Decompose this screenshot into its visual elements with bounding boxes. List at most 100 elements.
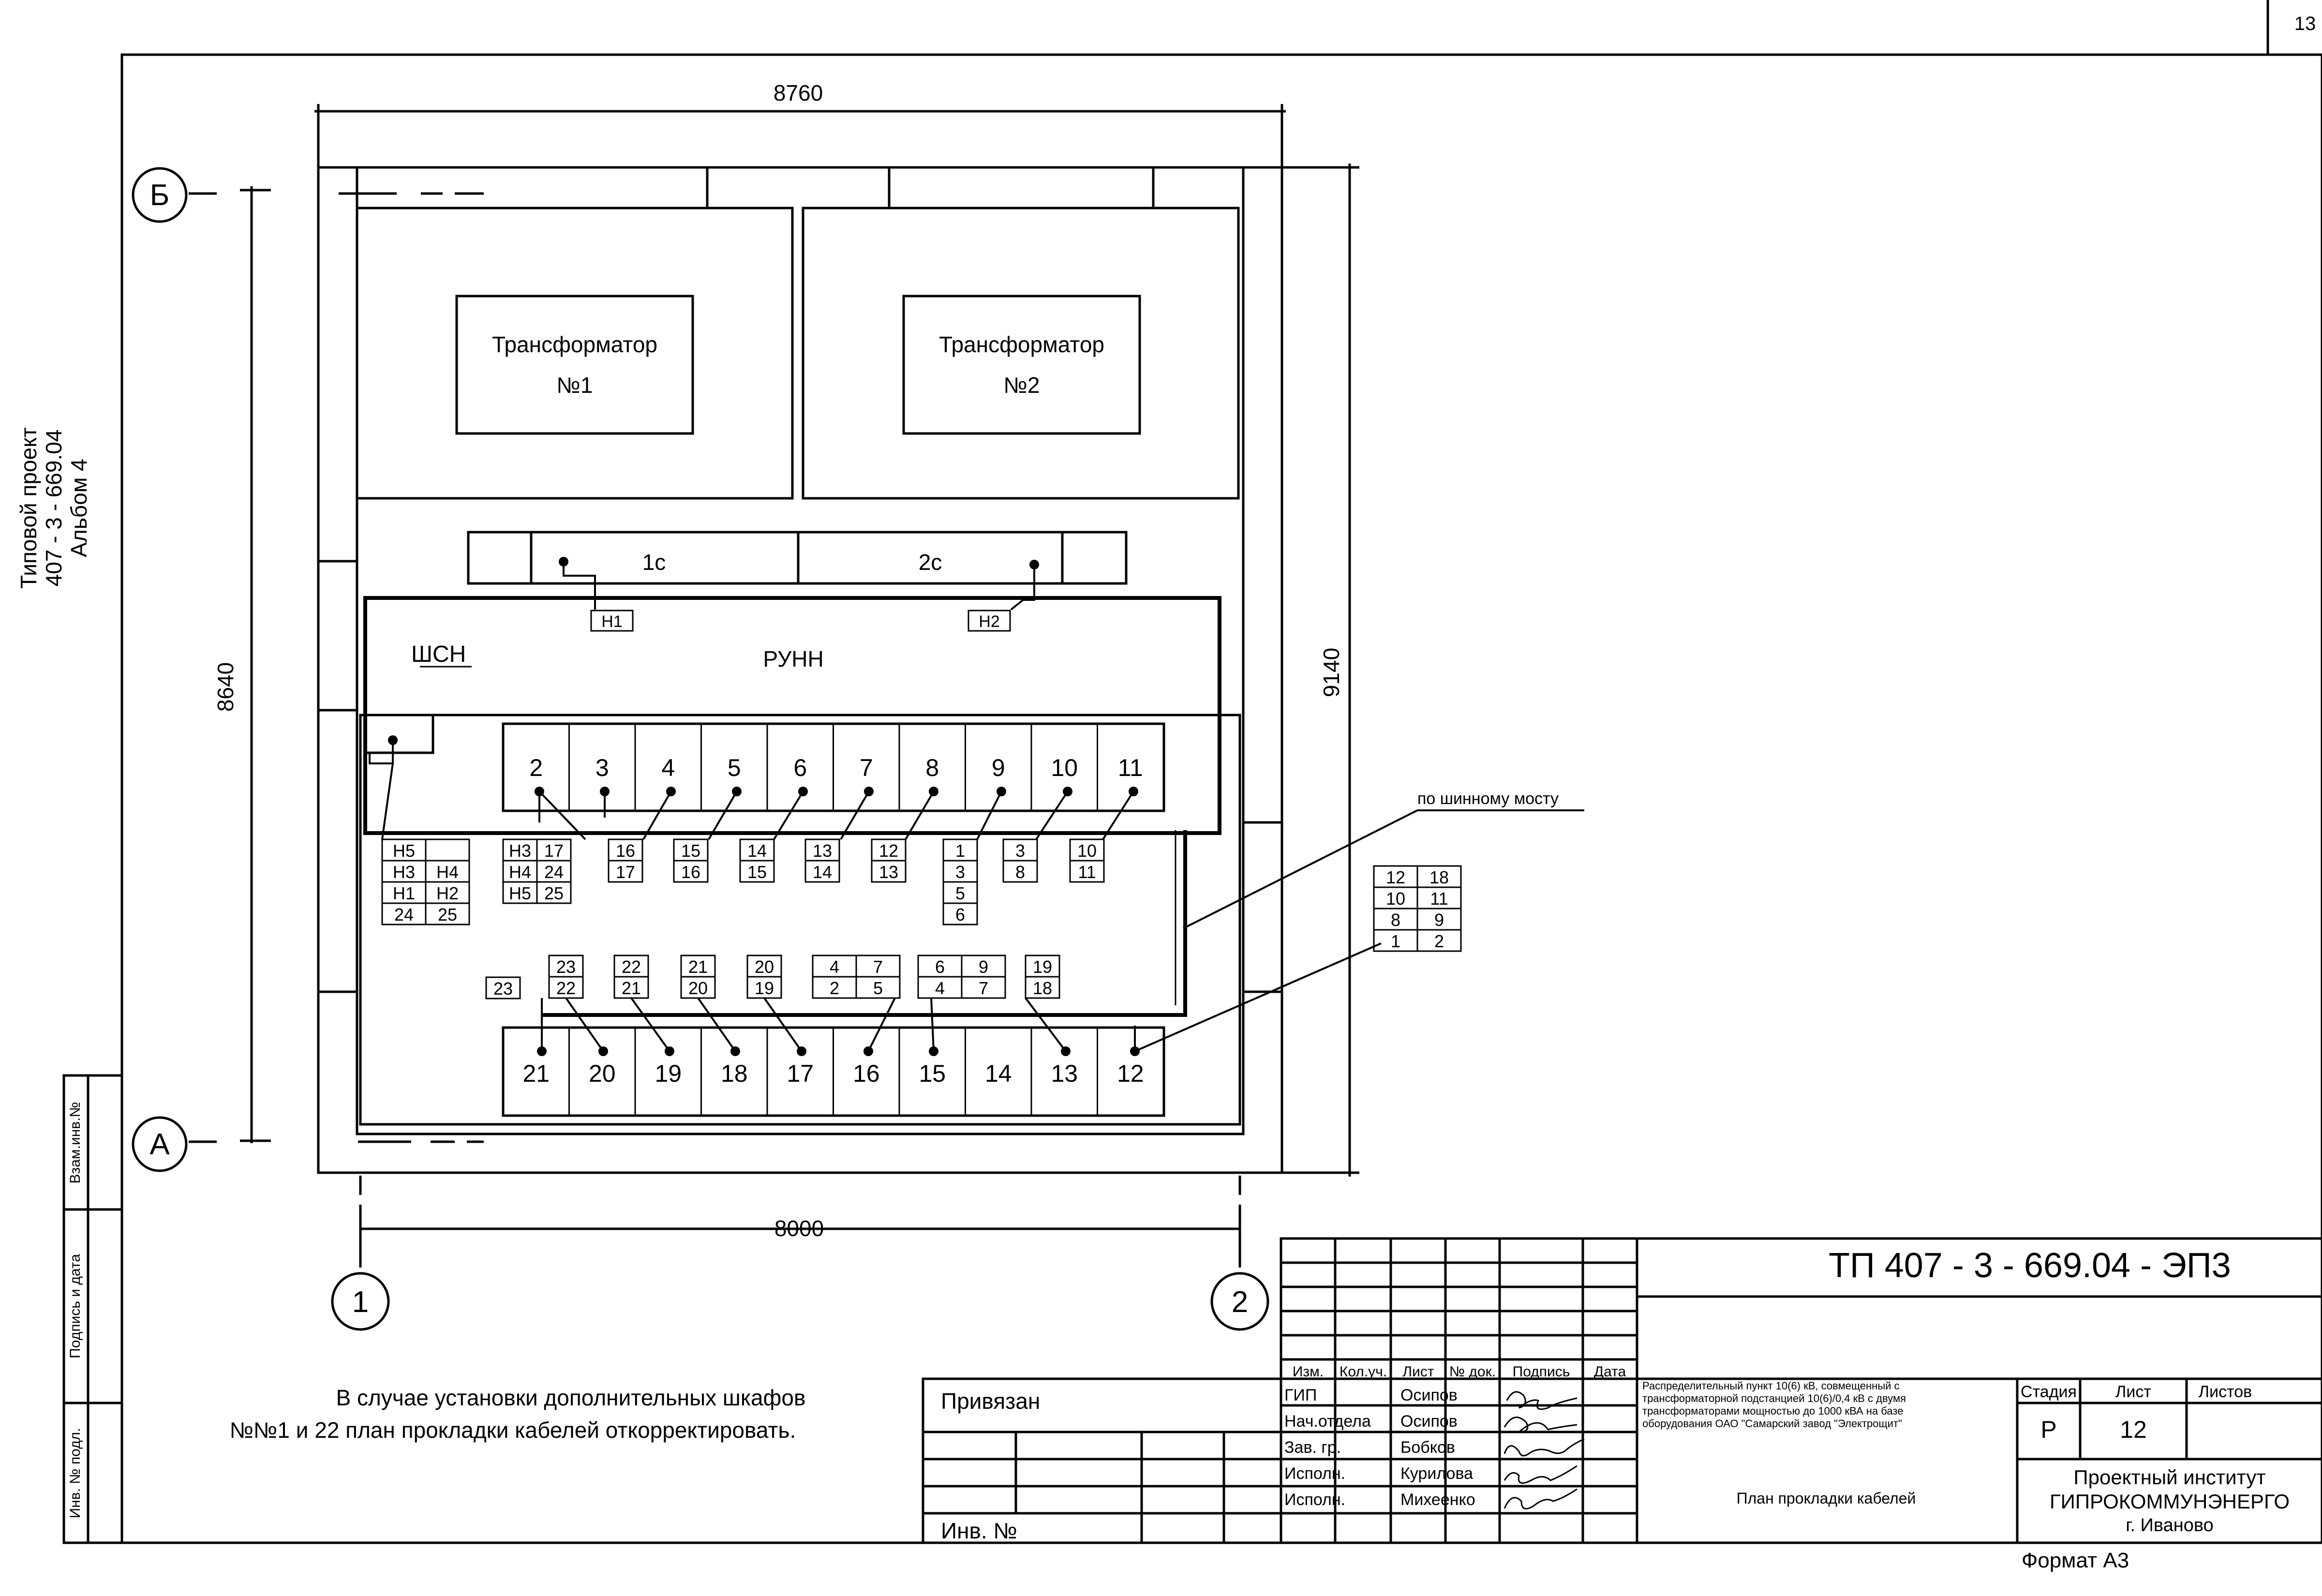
bottom-cabinet-number: 18 [721, 1060, 748, 1087]
bottom-cabinet-number: 15 [919, 1060, 946, 1087]
axis-marker-b [132, 167, 188, 223]
sheets-header: Листов [2199, 1383, 2252, 1401]
org-line-2: ГИПРОКОММУНЭНЕРГО [2050, 1490, 2290, 1513]
cab2-table-text: 24 [544, 862, 564, 882]
cab2-table-cell [536, 881, 572, 904]
note-line-2: №№1 и 22 план прокладки кабелей откоррек… [230, 1417, 796, 1443]
bottom-cable-leader [565, 997, 604, 1052]
cab2-table-text: Н3 [509, 841, 531, 861]
transformer-chamber-2 [802, 207, 1240, 500]
top-cabinet-number: 7 [860, 754, 873, 781]
b18-table-text: 21 [688, 957, 708, 977]
b20-table-text: 23 [556, 957, 576, 977]
dimension-left: 8640 [213, 662, 238, 712]
cab8-table-cell [871, 860, 907, 883]
b16-table-text: 5 [873, 978, 883, 998]
top-cable-leader [708, 791, 738, 840]
dimension-top: 8760 [774, 80, 823, 105]
title-block-header: Подпись [1513, 1364, 1570, 1380]
b15-table-text: 6 [935, 957, 945, 977]
top-cable-leader [905, 791, 935, 840]
static-linework [62, 0, 2322, 1544]
privyazan-label: Привязан [941, 1388, 1040, 1414]
bottom-cabinet-number: 20 [589, 1060, 616, 1087]
project-line-3: Альбом 4 [66, 459, 91, 557]
cab7-table-text: 13 [813, 841, 832, 861]
side-stamp [62, 1074, 123, 1544]
cab9-table-text: 6 [955, 905, 965, 925]
transformer-1-number: №1 [557, 373, 593, 398]
shsn-table-text: Н5 [393, 841, 415, 861]
b16-table-text: 4 [830, 957, 839, 977]
shsn-table-text: 25 [438, 905, 457, 925]
org-line-3: г. Иваново [2126, 1515, 2214, 1536]
shsn-table-text: Н1 [393, 883, 415, 903]
b15-table-text: 9 [979, 957, 988, 977]
b15-table-cell [961, 976, 1006, 999]
document-code: ТП 407 - 3 - 669.04 - ЭП3 [1829, 1246, 2231, 1285]
format-label: Формат А3 [2022, 1549, 2129, 1572]
dimension-right: 9140 [1319, 648, 1344, 697]
h1-tag-text: Н1 [601, 612, 622, 631]
privyazan-block [922, 1377, 1282, 1544]
bottom-cabinet-number: 21 [522, 1060, 550, 1087]
top-cable-leader [840, 791, 870, 840]
shsn-box [364, 714, 434, 754]
bus-tap-dot [1029, 560, 1039, 569]
cab2-table-text: 17 [544, 841, 564, 861]
cab11-table-cell [1069, 860, 1105, 883]
h2-tag-text: Н2 [979, 612, 999, 631]
cab9-table-text: 1 [955, 841, 965, 861]
shsn-table-cell [425, 838, 470, 862]
right-block-table-text: 8 [1391, 910, 1400, 930]
bottom-cable-leader [763, 997, 803, 1052]
top-cabinet-spare [1162, 723, 1165, 812]
project-line-1: Типовой проект [16, 427, 41, 589]
h1-tag [590, 610, 634, 632]
top-cable-leader [1035, 791, 1069, 840]
shsn-wire [369, 740, 394, 764]
b16-table-cell [855, 976, 901, 999]
stamp-inv: Инв. № подл. [67, 1428, 83, 1519]
note-line-1: В случае установки дополнительных шкафов [336, 1385, 806, 1410]
transformer-2-title: Трансформатор [939, 332, 1104, 357]
cab5-table-text: 15 [681, 841, 700, 861]
cab7-table-cell [804, 860, 840, 883]
title-block-name: Михеенко [1400, 1491, 1475, 1509]
title-block-header: № док. [1449, 1364, 1496, 1380]
runn-label: РУНН [763, 646, 823, 671]
desc-line-3: трансформаторами мощностью до 1000 кВА н… [1642, 1405, 1903, 1417]
cab5-table-text: 16 [681, 862, 700, 882]
sheet-header: Лист [2115, 1383, 2151, 1401]
cab10-table-text: 3 [1015, 841, 1025, 861]
cab8-table-text: 12 [879, 841, 898, 861]
title-block-role: Нач.отдела [1284, 1412, 1371, 1431]
cab10-table-text: 8 [1015, 862, 1025, 882]
cab9-table-text: 5 [955, 883, 965, 903]
title-block-name: Курилова [1400, 1464, 1473, 1483]
shsn-table-text: 24 [394, 905, 414, 925]
desc-line-2: трансформаторной подстанцией 10(6)/0,4 к… [1642, 1392, 1906, 1404]
bottom-cabinet-number: 12 [1117, 1060, 1144, 1087]
top-cable-leader [1102, 791, 1134, 840]
b13-table-cell [1025, 976, 1060, 999]
bottom-cable-leader [1025, 997, 1067, 1052]
shsn-table-text: Н3 [393, 862, 415, 882]
dimension-bottom: 8000 [774, 1216, 824, 1241]
axis-label-1: 1 [352, 1285, 369, 1319]
title-block-role: Зав. гр. [1284, 1438, 1341, 1457]
cab10-table-cell [1002, 860, 1038, 883]
bottom-cabinet-number: 13 [1051, 1060, 1078, 1087]
top-cabinet-number: 8 [925, 754, 939, 781]
axis-marker-1 [331, 1272, 390, 1331]
right-block-table-text: 1 [1391, 931, 1400, 951]
bus-bridge-label: по шинному мосту [1417, 790, 1559, 808]
bottom-cabinet-number: 14 [985, 1060, 1012, 1087]
shsn-table-text: Н2 [436, 883, 459, 903]
cab6-table-cell [739, 860, 775, 883]
cab4-table-cell [608, 860, 643, 883]
title-block-name: Осипов [1400, 1386, 1458, 1404]
stage-value: Р [2040, 1416, 2056, 1443]
axis-marker-a [132, 1116, 188, 1172]
cab4-table-text: 17 [616, 862, 635, 882]
